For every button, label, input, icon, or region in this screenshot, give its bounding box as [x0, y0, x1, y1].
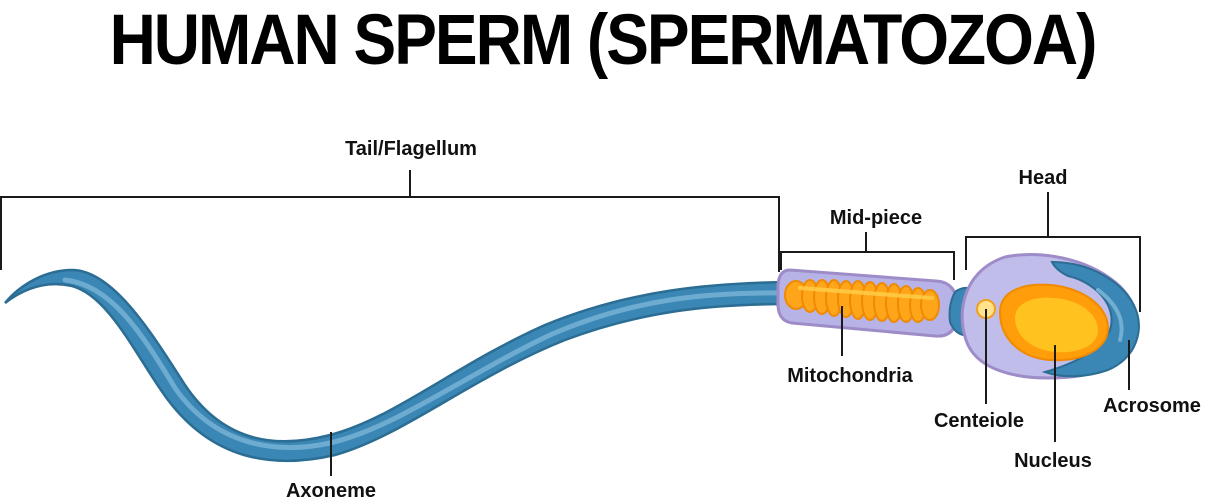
tail-bracket — [0, 170, 780, 272]
head-label: Head — [1019, 167, 1068, 189]
mitochondria-label: Mitochondria — [787, 365, 913, 387]
head — [960, 253, 1140, 380]
acrosome-cap — [1041, 260, 1140, 378]
mid-piece — [776, 268, 960, 338]
nucleus-label: Nucleus — [1014, 450, 1092, 472]
acrosome-label: Acrosome — [1103, 395, 1201, 417]
midpiece-label: Mid-piece — [830, 207, 922, 229]
tail-flagellum — [4, 268, 792, 463]
tail-highlight — [62, 277, 788, 450]
head-bracket — [965, 192, 1141, 312]
centeiole-label: Centeiole — [934, 410, 1024, 432]
midpiece-bracket — [780, 232, 955, 280]
page-title: HUMAN SPERM (SPERMATOZOA) — [109, 0, 1098, 80]
axoneme-label: Axoneme — [286, 480, 376, 500]
nucleus-inner — [1015, 297, 1098, 353]
mitochondria-coils — [784, 279, 940, 323]
tail-label: Tail/Flagellum — [345, 138, 477, 160]
acrosome-highlight — [1096, 288, 1124, 342]
